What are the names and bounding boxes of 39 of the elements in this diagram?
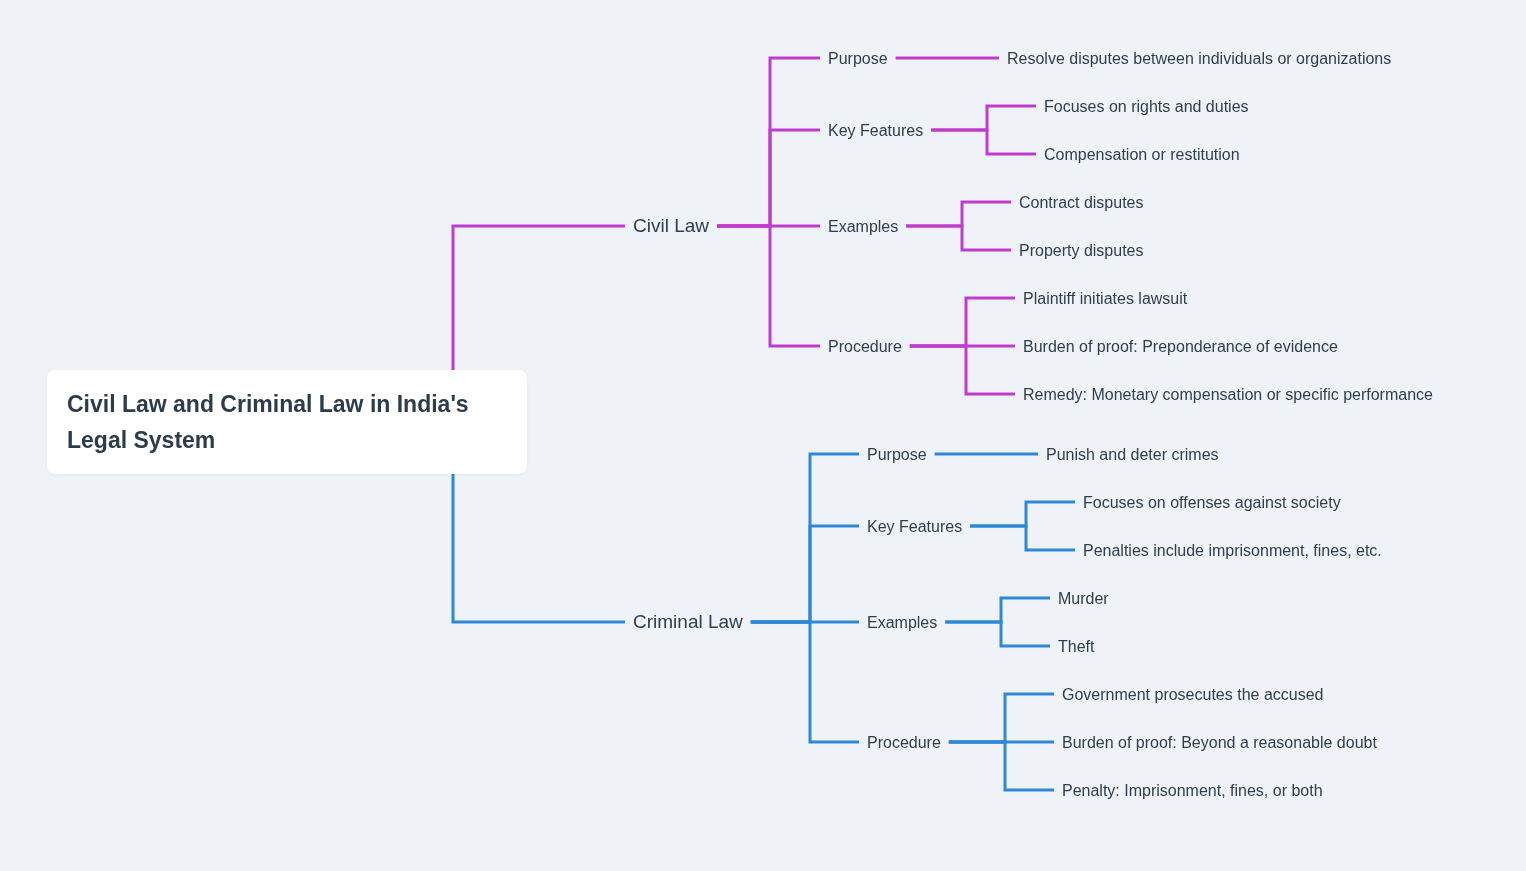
topic-label: Burden of proof: Beyond a reasonable doubt [1062,732,1377,752]
topic-label: Penalty: Imprisonment, fines, or both [1062,780,1323,800]
topic-label: Penalties include imprisonment, fines, etc. [1083,540,1382,560]
branch-label: Civil Law [633,214,710,238]
connector-line [906,224,1011,252]
topic-label: Contract disputes [1019,192,1144,212]
title-text: Civil Law and Criminal Law in India's Legal System [67,390,470,455]
connector-line [909,344,1015,396]
topic-label: Purpose [867,444,927,464]
topic-label: Focuses on rights and duties [1044,96,1249,116]
connector-line [948,740,1054,792]
topic-label: Examples [867,612,938,632]
connector-line [970,524,1075,552]
connector-line [945,620,1050,648]
topic-label: Key Features [828,120,924,140]
topic-label: Burden of proof: Preponderance of evidence [1023,336,1338,356]
topic-label: Procedure [828,336,902,356]
branch-label: Criminal Law [633,610,743,634]
topic-label: Remedy: Monetary compensation or specific performance [1023,384,1433,404]
topic-label: Punish and deter crimes [1046,444,1219,464]
topic-label: Murder [1058,588,1109,608]
topic-label: Resolve disputes between individuals or organizations [1007,48,1392,68]
topic-label: Property disputes [1019,240,1144,260]
connector-line [451,224,625,370]
topic-label: Government prosecutes the accused [1062,684,1324,704]
connector-line [931,128,1036,156]
topic-label: Compensation or restitution [1044,144,1240,164]
connector-line [934,452,1038,456]
connector-line [895,56,999,60]
connector-line [717,224,820,348]
topic-label: Examples [828,216,899,236]
topic-label: Focuses on offenses against society [1083,492,1341,512]
topic-label: Procedure [867,732,941,752]
connector-line [451,474,625,624]
topic-label: Purpose [828,48,888,68]
topic-label: Theft [1058,636,1095,656]
topic-label: Key Features [867,516,963,536]
topic-label: Plaintiff initiates lawsuit [1023,288,1188,308]
connector-line [750,620,859,744]
